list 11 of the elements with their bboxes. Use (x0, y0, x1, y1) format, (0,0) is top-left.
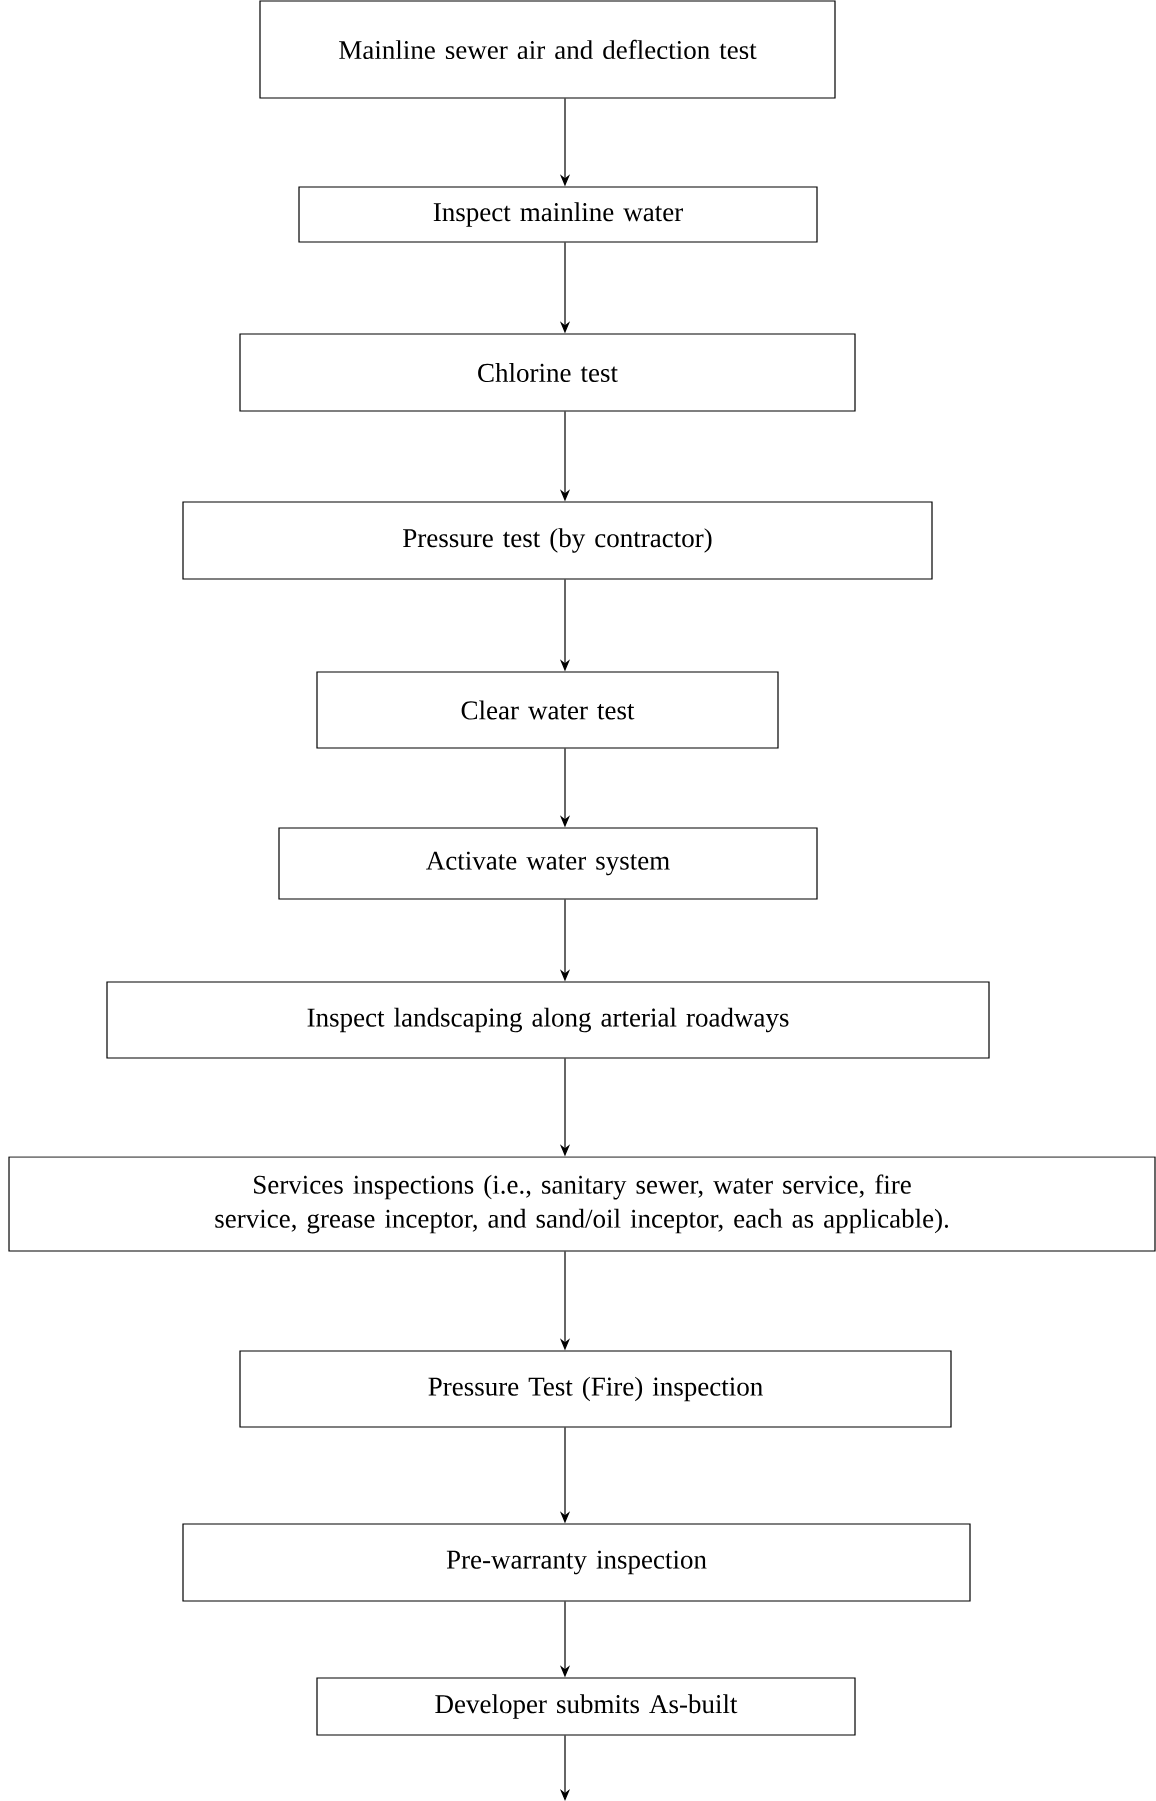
process-box: Pressure Test (Fire) inspection (239, 1350, 952, 1428)
process-box: Developer submits As-built (316, 1677, 856, 1736)
process-box: Activate water system (278, 827, 818, 900)
process-box: Services inspections (i.e., sanitary sewer, water service, fire service, grease inceptor, and sand/oil inceptor, each as applicable). (8, 1156, 1156, 1252)
process-box: Inspect mainline water (298, 186, 818, 243)
process-box: Pre-warranty inspection (182, 1523, 971, 1602)
process-box: Pressure test (by contractor) (182, 501, 933, 580)
process-box: Inspect landscaping along arterial roadways (106, 981, 990, 1059)
process-box: Clear water test (316, 671, 779, 749)
process-box: Mainline sewer air and deflection test (259, 0, 836, 99)
process-box: Chlorine test (239, 333, 856, 412)
